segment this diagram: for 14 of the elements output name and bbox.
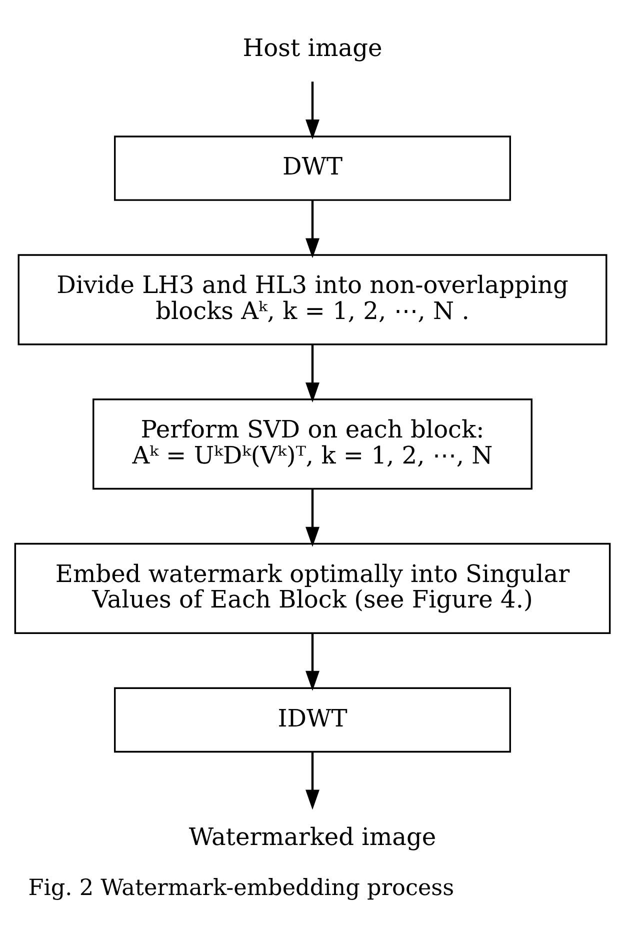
arrow <box>306 344 320 402</box>
node-box: Embed watermark optimally into Singular Values of Each Block (see Figure 4.) <box>14 542 611 634</box>
arrow <box>306 488 320 547</box>
node-box: Perform SVD on each block: Aᵏ = UᵏDᵏ(Vᵏ)ᵀ, k = 1, 2, ⋯, N <box>92 398 532 490</box>
arrow <box>306 82 320 140</box>
arrow <box>306 200 320 258</box>
node-text: Watermarked image <box>188 822 436 851</box>
node-box: Divide LH3 and HL3 into non-overlapping blocks Aᵏ, k = 1, 2, ⋯, N . <box>18 254 608 346</box>
node-text: Host image <box>242 34 382 62</box>
arrow <box>306 752 320 810</box>
arrow <box>306 634 320 691</box>
node-box: DWT <box>114 136 511 201</box>
node-box: IDWT <box>114 687 511 753</box>
caption: Fig. 2 Watermark-embedding process <box>28 875 454 902</box>
